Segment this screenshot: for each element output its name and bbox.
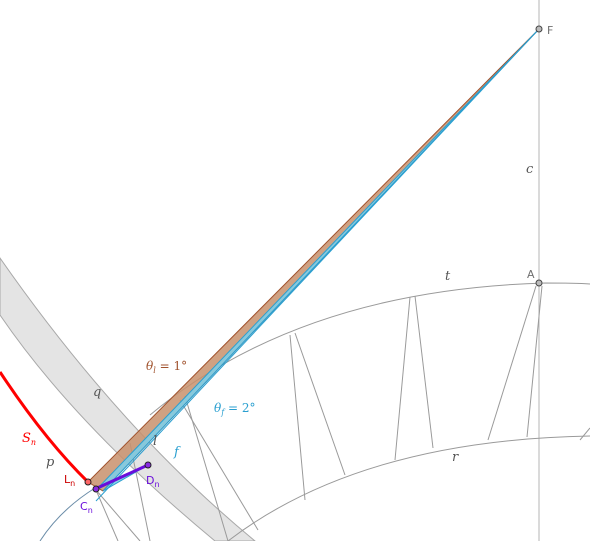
spoke	[289, 334, 306, 501]
edge-f	[95, 28, 540, 502]
point-c-n[interactable]	[92, 485, 100, 493]
label-a-point: A	[527, 268, 535, 281]
label-r: r	[452, 450, 459, 465]
label-d-main: D	[146, 474, 154, 487]
label-t: t	[445, 269, 451, 284]
label-l-n: Ln	[64, 473, 75, 488]
arc-t	[149, 282, 590, 416]
theta-f-symbol: θ	[214, 401, 222, 415]
spokes	[179, 285, 543, 542]
spoke	[184, 395, 229, 542]
spoke	[414, 295, 434, 449]
label-s-main: S	[22, 431, 31, 446]
label-s-sub: n	[31, 438, 36, 447]
spoke	[487, 285, 537, 441]
theta-l-sub: l	[153, 366, 156, 375]
label-theta-l: θl = 1°	[146, 359, 187, 375]
label-c-sub: n	[88, 506, 93, 515]
curve-s-n	[0, 371, 90, 484]
label-p: p	[46, 455, 55, 470]
theta-f-sub: f	[220, 408, 226, 417]
label-d-sub: n	[154, 480, 159, 489]
wedge-theta-f	[95, 28, 540, 492]
label-l: l	[153, 434, 157, 449]
label-c-n: Cn	[80, 500, 93, 515]
segment-cn-dn	[94, 463, 149, 491]
point-l-n[interactable]	[84, 478, 92, 486]
label-q: q	[93, 385, 101, 400]
point-f[interactable]	[535, 25, 543, 33]
arc-r	[227, 435, 590, 542]
label-f-line: f	[173, 445, 181, 460]
label-f-point: F	[547, 24, 553, 37]
wedge-theta-l	[87, 28, 540, 492]
label-c-main: C	[80, 500, 88, 513]
label-s-n: Sn	[22, 431, 36, 447]
spoke	[294, 332, 346, 476]
label-theta-f: θf = 2°	[214, 401, 256, 417]
label-c: c	[526, 162, 534, 177]
label-d-n: Dn	[146, 474, 160, 489]
label-l-sub: n	[70, 479, 75, 488]
label-l-main: L	[64, 473, 71, 486]
arc-right-edge	[579, 427, 590, 441]
spoke	[394, 296, 411, 461]
point-a[interactable]	[535, 279, 543, 287]
point-d-n[interactable]	[144, 461, 152, 469]
lower-line	[95, 489, 119, 542]
theta-l-value: = 1°	[156, 359, 187, 373]
spoke	[526, 285, 543, 438]
theta-l-symbol: θ	[146, 359, 154, 373]
curve-lower-left	[39, 487, 96, 542]
theta-f-value: = 2°	[224, 401, 255, 415]
gray-band	[0, 257, 257, 542]
lower-line	[95, 489, 141, 542]
